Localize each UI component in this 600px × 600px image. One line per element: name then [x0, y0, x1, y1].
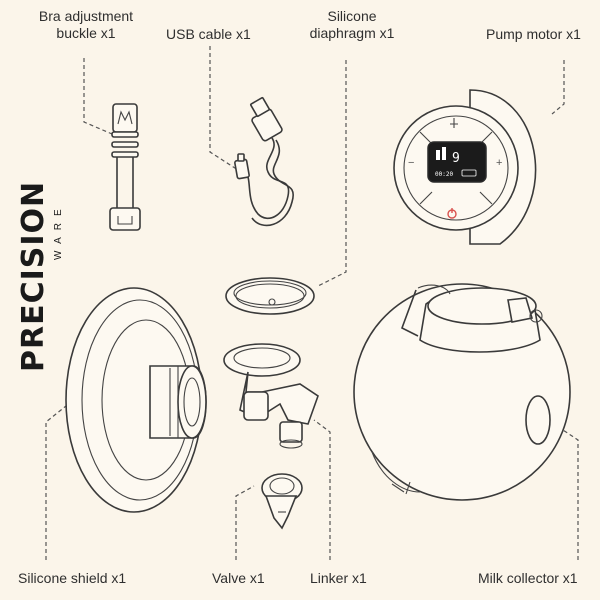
leader-diaphragm [317, 60, 347, 287]
leader-linker [313, 419, 331, 560]
plus-icon: + [496, 157, 502, 169]
valve-drawing [261, 473, 303, 530]
silicone-shield-drawing [65, 287, 207, 513]
pump-motor-drawing: 9 00:20 − + [393, 89, 537, 245]
label-linker: Linker x1 [310, 570, 367, 586]
label-silicone-diaphragm: Silicone diaphragm x1 [309, 8, 395, 41]
leader-valve [235, 485, 255, 560]
label-bra-buckle: Bra adjustment buckle x1 [38, 8, 134, 41]
pump-timer-readout: 00:20 [435, 171, 453, 178]
label-milk-collector: Milk collector x1 [478, 570, 578, 586]
label-pump-motor: Pump motor x1 [486, 26, 581, 42]
leader-usb-cable [209, 46, 239, 171]
pump-level-readout: 9 [452, 151, 460, 166]
bra-buckle-drawing [109, 103, 141, 231]
silicone-diaphragm-drawing [225, 277, 315, 315]
usb-cable-drawing [234, 97, 294, 227]
linker-drawing [223, 343, 319, 449]
leader-milk-collector [559, 427, 579, 560]
label-usb-cable: USB cable x1 [166, 26, 251, 42]
milk-collector-drawing [353, 283, 571, 501]
leader-bra-buckle [83, 58, 113, 135]
leader-silicone-shield [45, 405, 67, 560]
label-valve: Valve x1 [212, 570, 265, 586]
leader-pump-motor [551, 60, 565, 115]
power-icon [447, 208, 457, 219]
mode-icon [450, 118, 458, 128]
minus-icon: − [408, 157, 414, 169]
label-silicone-shield: Silicone shield x1 [18, 570, 127, 586]
